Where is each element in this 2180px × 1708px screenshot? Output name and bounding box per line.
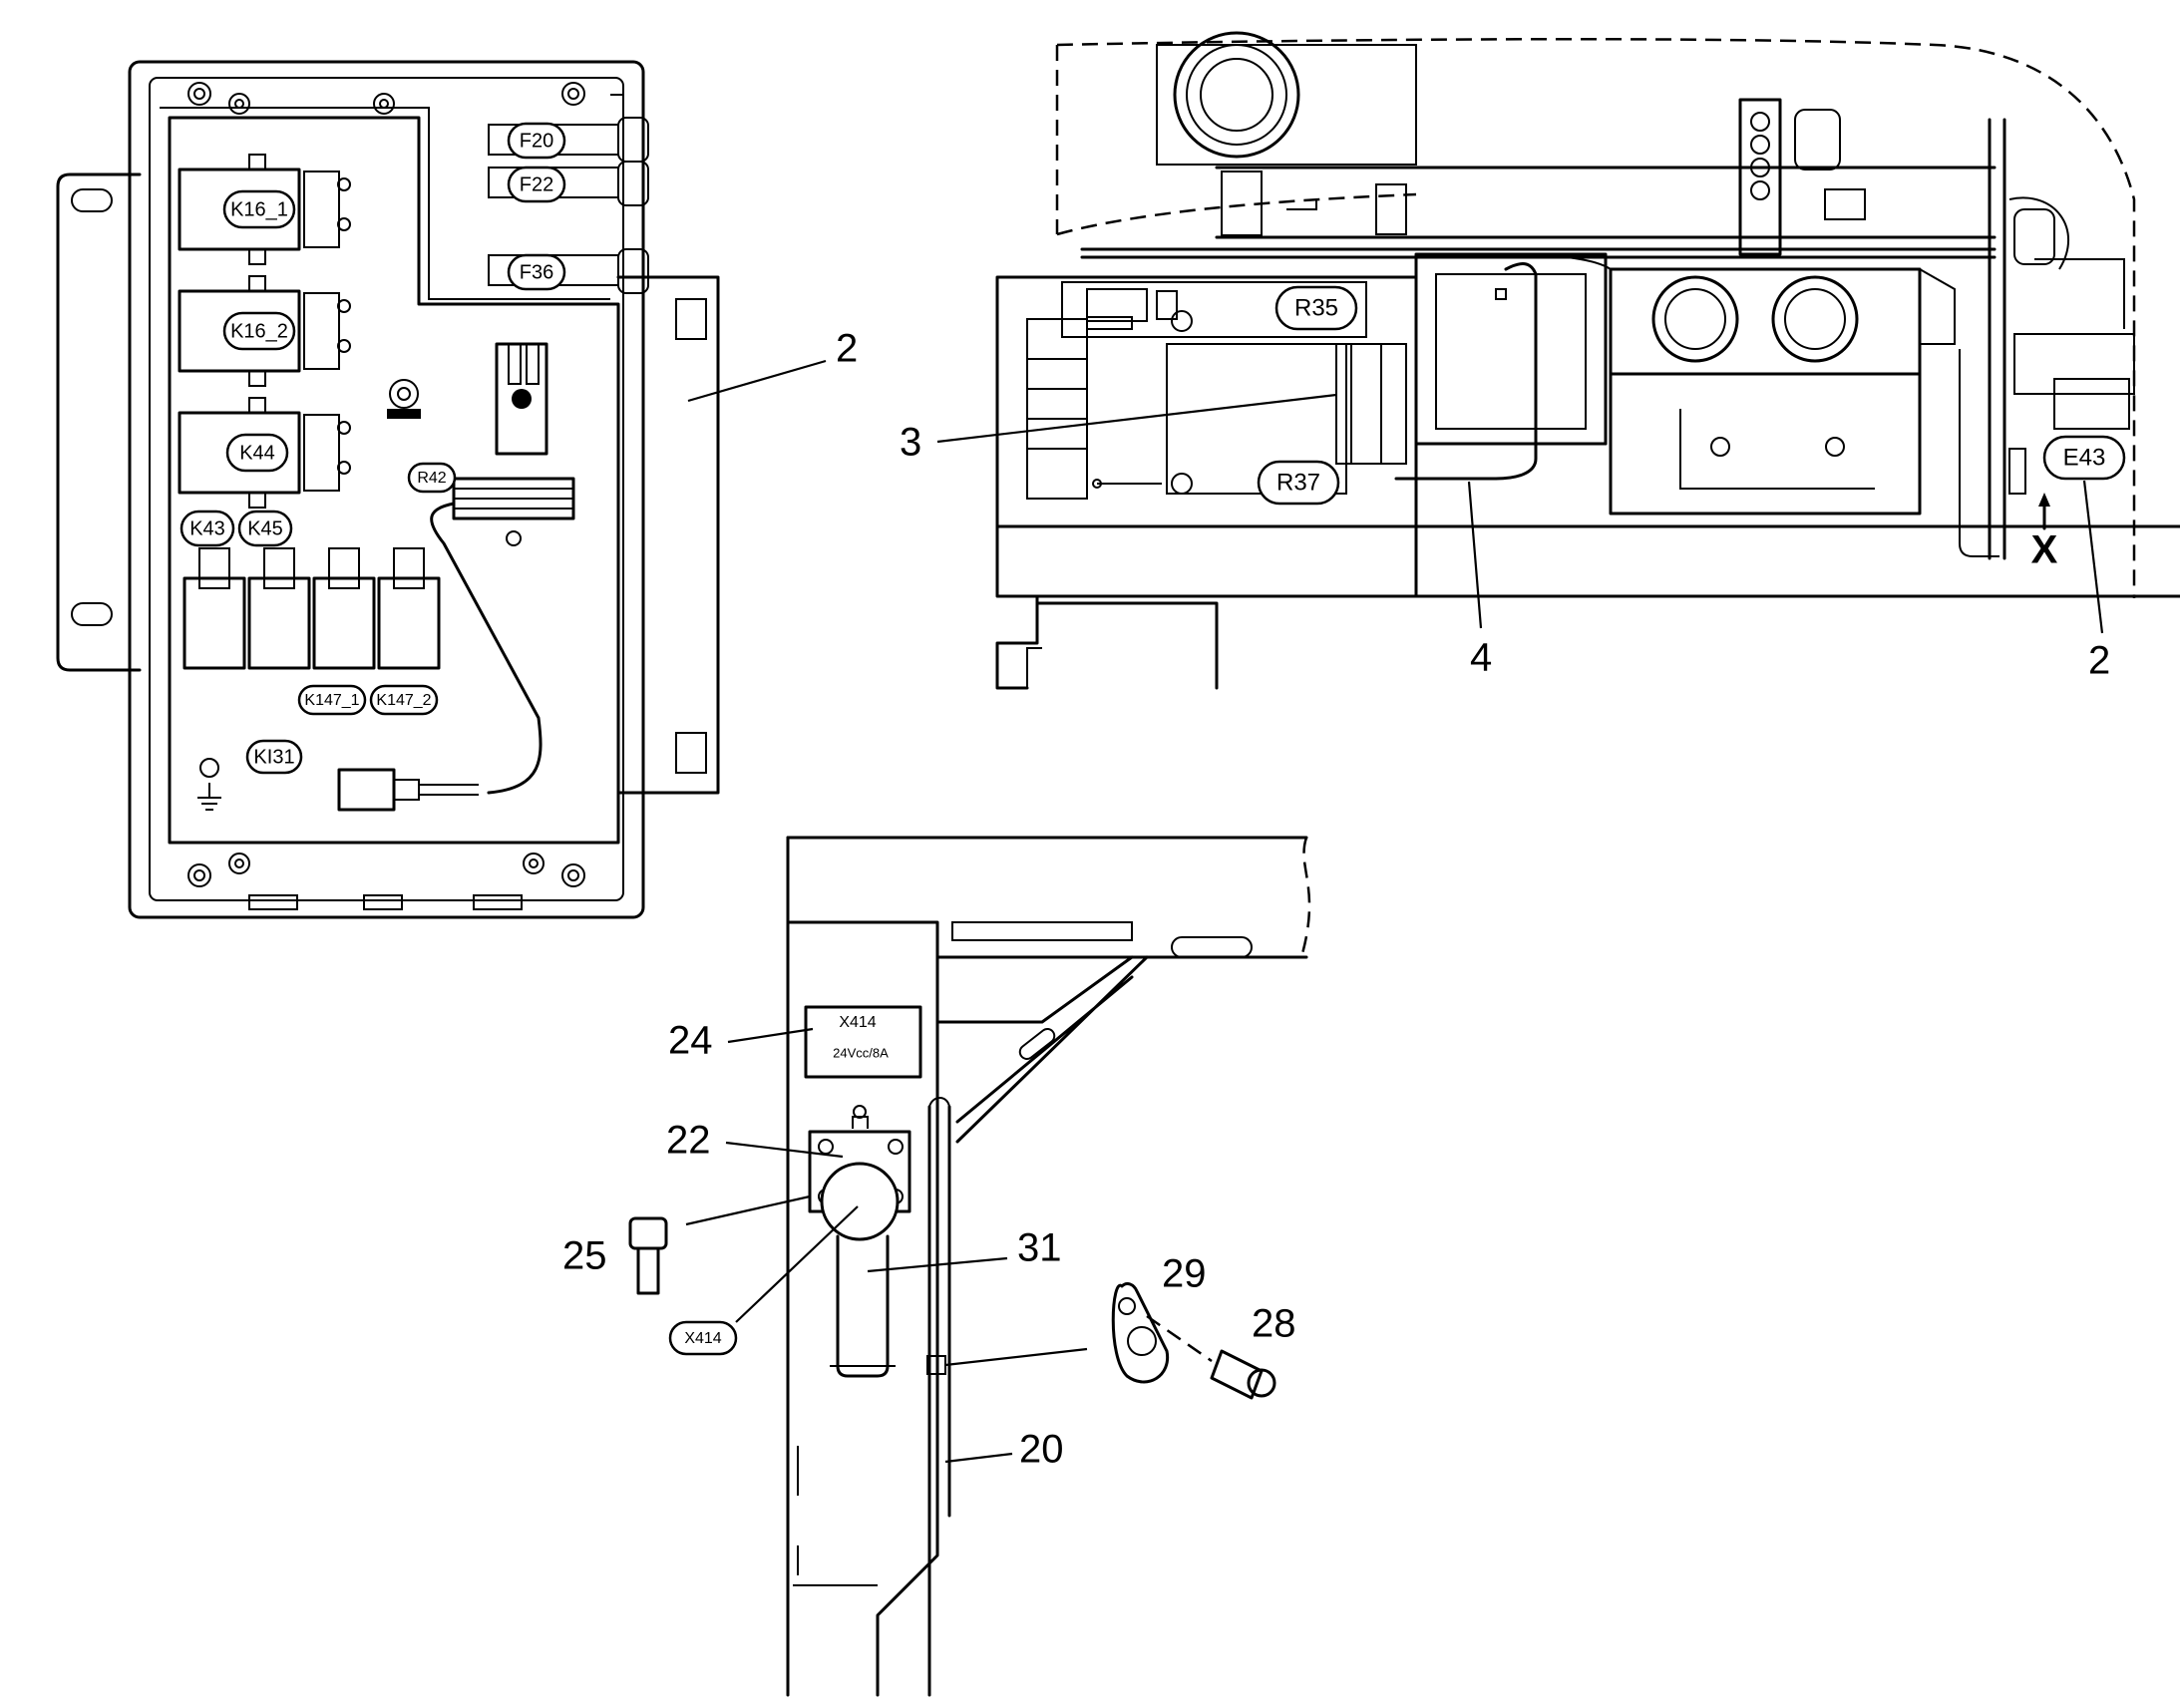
resistor-r42 [430,477,575,795]
electrical-box: K16_1 K16_2 K44 K43 K45 F20 F22 F36 [56,60,858,919]
tag-label: F36 [520,261,553,283]
tag-k16-2: K16_2 [222,311,296,351]
tag-k147-2: K147_2 [369,684,439,716]
machine-view: X R35 R37 E43 3 4 2 [900,31,2180,690]
tag-label: KI31 [253,746,294,768]
view-letter-x: X [2031,528,2058,572]
callout-31: 31 [1017,1226,1062,1270]
tag-k45: K45 [237,510,293,547]
tag-k44: K44 [225,433,289,473]
tag-label: R42 [417,470,446,487]
tag-label: K16_2 [230,320,288,342]
tag-label: K147_2 [376,692,431,709]
slot-icon [71,188,113,212]
tag-r37: R37 [1257,460,1340,506]
terminal-relays [182,547,441,670]
connector-plug [337,768,479,812]
tag-f20: F20 [507,122,566,160]
tag-k43: K43 [180,510,235,547]
callout-2-box: 2 [836,327,858,371]
callout-20: 20 [1019,1428,1064,1472]
relay-k16-2 [178,275,351,387]
tag-k147-1: K147_1 [297,684,367,716]
tag-f22: F22 [507,166,566,203]
tag-label: K45 [247,517,283,539]
relay-k16-1 [178,154,351,265]
tag-k16-1: K16_1 [222,189,296,229]
callout-3: 3 [900,421,921,465]
bolt-icon [675,298,707,340]
tag-label: K44 [239,442,275,464]
fuse-block [495,342,548,456]
tag-label: K147_1 [304,692,359,709]
tag-label: X414 [684,1330,721,1347]
tag-label: R37 [1276,469,1320,496]
callout-4: 4 [1470,636,1492,680]
tag-label: E43 [2063,444,2106,471]
tag-r42: R42 [407,462,457,494]
callout-28: 28 [1252,1302,1296,1346]
bracket-view: X414 24Vcc/8A [562,836,1311,1697]
plate-line-1: X414 [839,1014,876,1031]
bolt-icon [675,732,707,774]
callout-2-machine: 2 [2088,639,2110,683]
relay-k44 [178,397,351,509]
tag-label: K16_1 [230,198,288,220]
plate-line-2: 24Vcc/8A [833,1045,889,1060]
tag-label: K43 [189,517,225,539]
tag-f36: F36 [507,253,566,291]
tag-x414: X414 [668,1320,738,1356]
slot-icon [71,602,113,626]
tag-label: R35 [1294,294,1338,321]
callout-24: 24 [668,1019,713,1063]
ground-icon [197,758,221,811]
tag-r35: R35 [1274,285,1358,331]
callout-25: 25 [562,1234,607,1278]
hydraulic-cylinder [1156,31,1417,166]
cap-screw-28 [1210,1349,1276,1400]
callout-29: 29 [1162,1252,1207,1296]
clamp-29 [1111,1282,1170,1384]
tag-label: F20 [520,130,553,152]
tag-k131: KI31 [245,739,303,775]
tag-label: F22 [520,173,553,195]
ground-stud-icon [387,379,421,419]
callout-22: 22 [666,1119,711,1163]
cap-screw-25 [628,1216,668,1295]
tag-e43: E43 [2042,435,2126,481]
screw-icon [187,82,585,887]
